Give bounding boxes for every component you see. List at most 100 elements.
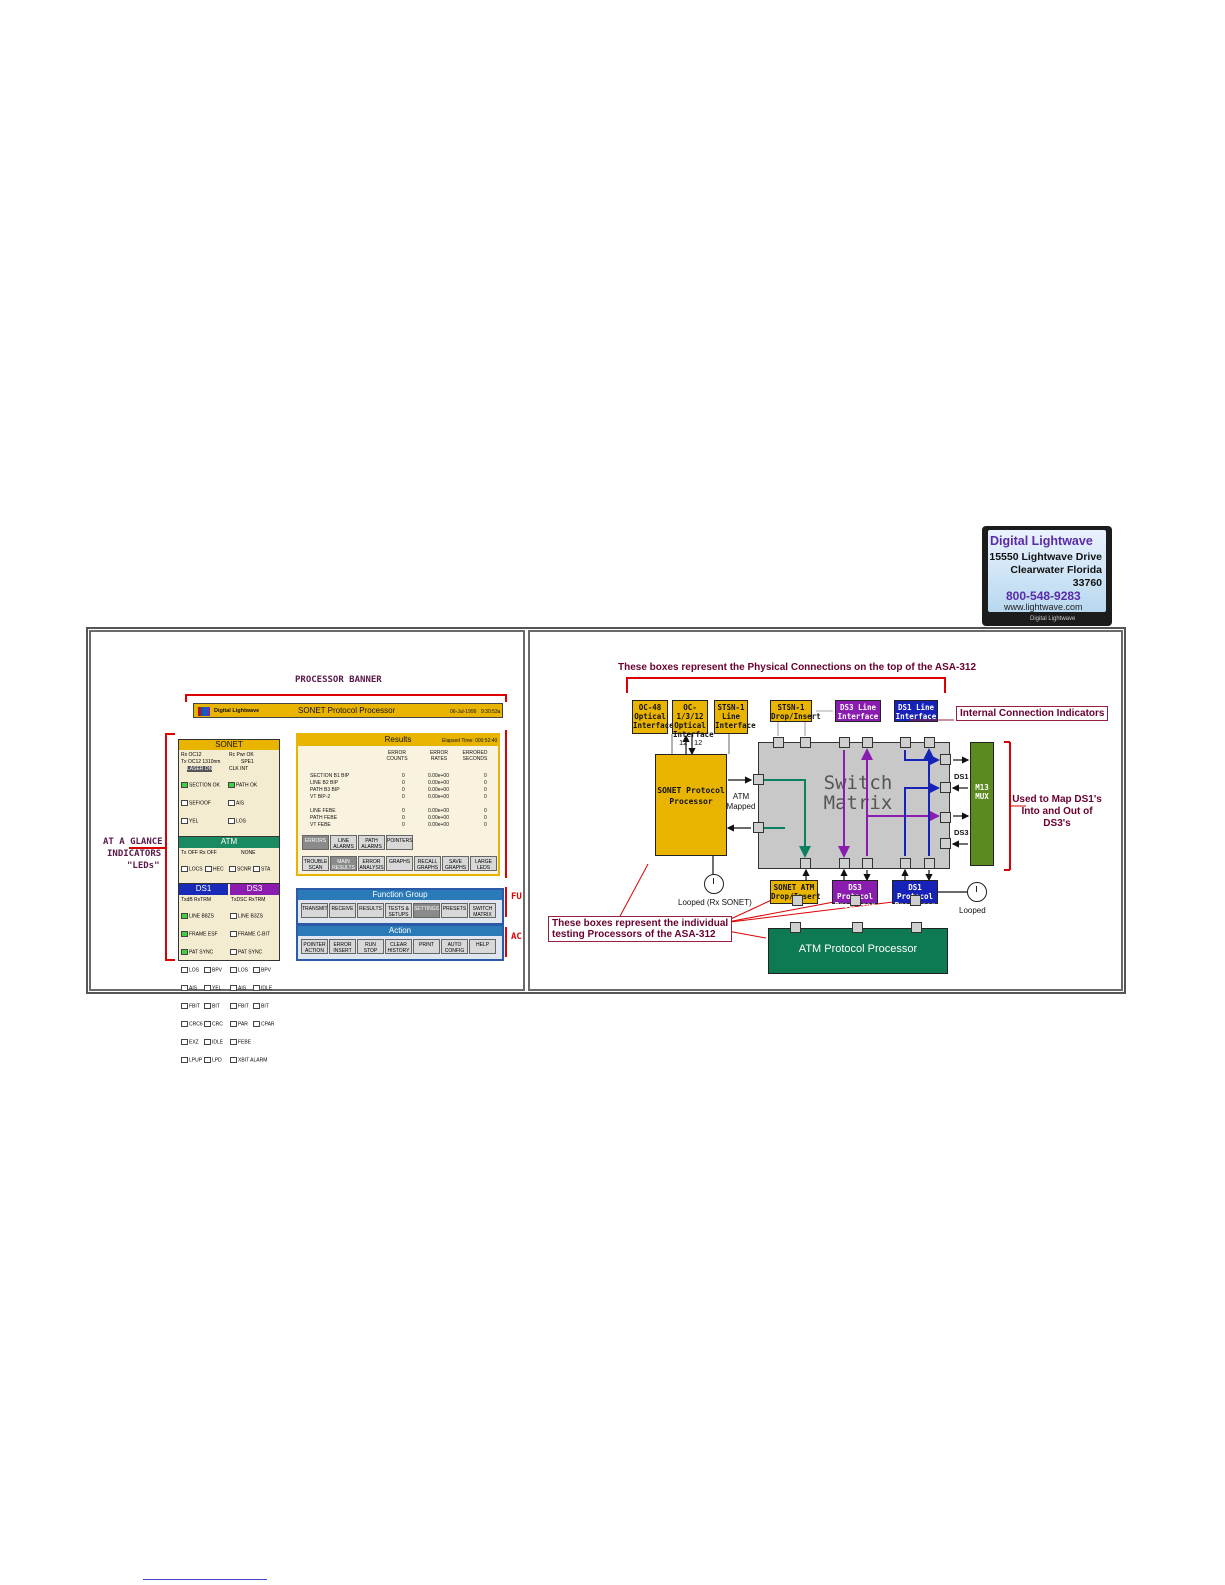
oc1312-optical-interface: OC-1/3/12 Optical Interface [672, 700, 714, 739]
button-error-insert[interactable]: ERROR INSERT [329, 939, 356, 954]
led-indicator [204, 984, 211, 991]
button-line-alarms[interactable]: LINE ALARMS [330, 835, 357, 850]
result-name: SECTION B1 BIP [310, 773, 350, 779]
result-sec: 0 [484, 780, 487, 786]
logo-brand: Digital Lightwave [990, 534, 1093, 548]
led-indicator [181, 984, 188, 991]
button-run-stop[interactable]: RUN STOP [357, 939, 384, 954]
atm-led: STA [253, 865, 277, 872]
led-label: XBIT ALARM [238, 1057, 268, 1063]
button-results[interactable]: RESULTS [357, 903, 384, 918]
ds3-led: XBIT ALARM [230, 1056, 276, 1063]
switch-matrix: Switch Matrix [758, 742, 950, 869]
button-print[interactable]: PRINT [413, 939, 440, 954]
button-pointer-action[interactable]: POINTER ACTION [301, 939, 328, 954]
button-clear-history[interactable]: CLEAR HISTORY [385, 939, 412, 954]
sonet-led-panel: SONET Rx OC12 Rc Pwr OK Tx OC12 1310nm S… [178, 739, 280, 932]
result-count: 0 [402, 808, 405, 814]
led-indicator [230, 966, 237, 973]
right-panel-block-diagram: These boxes represent the Physical Conne… [528, 630, 1123, 991]
port-sq [924, 858, 935, 869]
button-trouble-scan[interactable]: TROUBLE SCAN [302, 856, 329, 871]
led-label: YEL [189, 818, 199, 824]
fg-side-label: FU [511, 892, 522, 902]
result-rate: 0.00e+00 [428, 815, 449, 821]
result-sec: 0 [484, 822, 487, 828]
led-label: FEBE [238, 1039, 252, 1045]
banner-brand: Digital Lightwave [214, 708, 260, 714]
atm-led: SCNR [229, 865, 253, 872]
led-indicator [204, 1056, 211, 1063]
button-receive[interactable]: RECEIVE [329, 903, 356, 918]
button-large-leds[interactable]: LARGE LEDS [470, 856, 497, 871]
ds1-led: CRC6 [181, 1020, 204, 1027]
button-pointers[interactable]: POINTERS [386, 835, 413, 850]
port-sq [839, 737, 850, 748]
button-save-graphs[interactable]: SAVE GRAPHS [442, 856, 469, 871]
led-indicator [228, 781, 235, 788]
sonet-spe: SPE1 [241, 759, 254, 765]
results-title: Results [298, 735, 498, 746]
led-indicator [230, 1002, 237, 1009]
led-indicator [230, 912, 237, 919]
button-tests-setups[interactable]: TESTS & SETUPS [385, 903, 412, 918]
led-label: LOS [238, 967, 249, 973]
led-indicator [181, 1002, 188, 1009]
button-recall-graphs[interactable]: RECALL GRAPHS [414, 856, 441, 871]
led-indicator [181, 912, 188, 919]
ds1-title: DS1 [179, 884, 228, 895]
ds3-title: DS3 [230, 884, 279, 895]
led-label: SECTION OK [189, 782, 220, 788]
glance-bracket-bottom [165, 959, 175, 961]
led-indicator [253, 966, 260, 973]
button-main-results[interactable]: MAIN RESULTS [330, 856, 357, 871]
port-sq [852, 922, 863, 933]
banner-date: 06-Jul-1999 [450, 709, 477, 715]
ds3-led: FEBE [230, 1038, 253, 1045]
ds1-port-label: DS1 [954, 772, 969, 781]
result-name: VT BIP-2 [310, 794, 331, 800]
port-sq [792, 895, 803, 906]
ds1-led: BIT [204, 1002, 227, 1009]
led-indicator [230, 984, 237, 991]
sts1-line-interface: STSN-1 Line Interface [714, 700, 756, 734]
button-switch-matrix[interactable]: SWITCH MATRIX [469, 903, 496, 918]
clock-icon [967, 882, 987, 902]
led-label: IDLE [261, 985, 273, 991]
led-label: CRC [212, 1021, 223, 1027]
port-sq [900, 858, 911, 869]
button-auto-config[interactable]: AUTO CONFIG [441, 939, 468, 954]
led-label: PAT SYNC [189, 949, 214, 955]
led-indicator [230, 1038, 237, 1045]
processor-banner-label: PROCESSOR BANNER [295, 675, 382, 685]
led-indicator [181, 948, 188, 955]
led-indicator [204, 966, 211, 973]
port-sq [940, 838, 951, 849]
atm-protocol-processor-label: ATM Protocol Processor [798, 943, 918, 955]
footer-link-underline [143, 1579, 267, 1580]
port-sq [800, 737, 811, 748]
button-settings[interactable]: SETTINGS [413, 903, 440, 918]
led-label: LINE B3ZS [238, 913, 264, 919]
button-errors[interactable]: ERRORS [302, 835, 329, 850]
atm-led: LOCS [181, 865, 205, 872]
sonet-protocol-processor: SONET Protocol Processor [655, 754, 727, 856]
button-transmit[interactable]: TRANSMIT [301, 903, 328, 918]
button-presets[interactable]: PRESETS [441, 903, 468, 918]
button-help[interactable]: HELP [469, 939, 496, 954]
ds3-led: FBIT [230, 1002, 253, 1009]
led-indicator [181, 781, 188, 788]
phys-bracket [626, 677, 946, 679]
button-graphs[interactable]: GRAPHS [386, 856, 413, 871]
button-error-analysis[interactable]: ERROR ANALYSIS [358, 856, 385, 871]
button-path-alarms[interactable]: PATH ALARMS [358, 835, 385, 850]
led-indicator [181, 865, 188, 872]
result-count: 0 [402, 794, 405, 800]
led-label: AIS [189, 985, 198, 991]
port-sq [911, 922, 922, 933]
mux-caption: Used to Map DS1's Into and Out of DS3's [1012, 794, 1102, 829]
action-title: Action [298, 926, 502, 936]
result-name: LINE B2 BIP [310, 780, 339, 786]
sonet-led: SEF/OOF [181, 799, 228, 806]
